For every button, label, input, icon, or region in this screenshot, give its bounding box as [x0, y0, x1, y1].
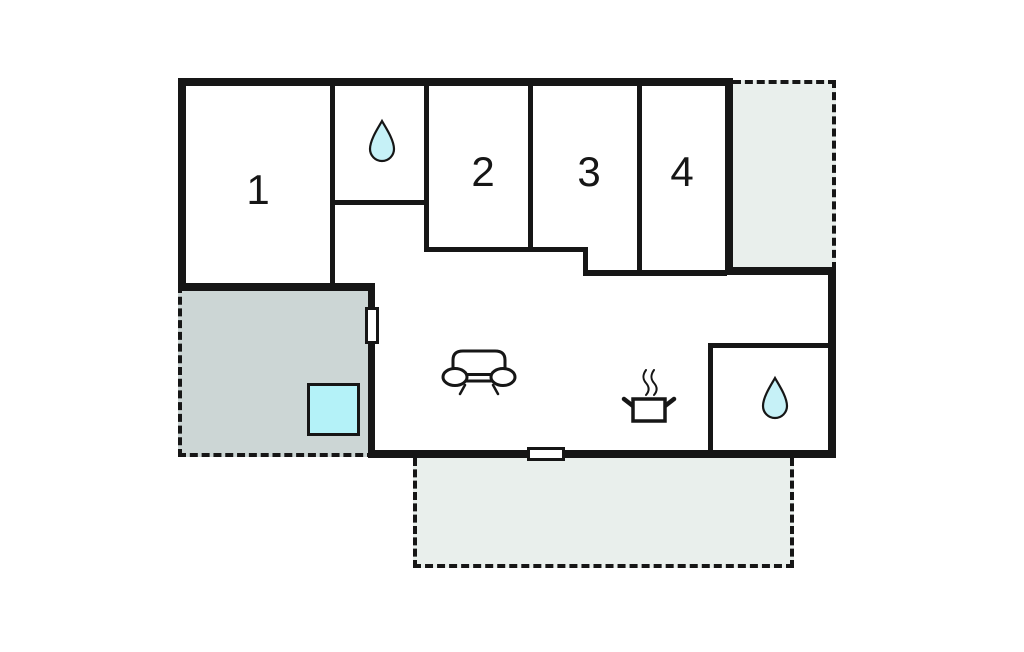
wall-room2-left	[424, 86, 429, 252]
wall-step	[583, 247, 588, 276]
wall-room2-room3-divider	[528, 86, 533, 252]
door-marker-terrace	[365, 307, 379, 344]
terrace-bottom-left	[178, 285, 375, 457]
wall-bathroom-right-left	[708, 343, 713, 450]
wall-bottom	[368, 450, 836, 458]
wall-terrace-left-right	[368, 283, 375, 458]
water-drop-icon	[368, 118, 396, 163]
wall-under-terrace-top-right	[725, 267, 836, 275]
wall-room3-room4-divider	[637, 86, 642, 276]
wall-left	[178, 78, 186, 291]
terrace-bottom-center	[413, 458, 794, 568]
room-4-label: 4	[670, 148, 694, 195]
wall-room1-right	[330, 86, 335, 286]
terrace-top-right	[733, 80, 836, 270]
hot-tub-icon	[307, 383, 360, 436]
wall-terrace-left-top	[178, 283, 375, 291]
door-marker-patio	[527, 447, 565, 461]
cooking-pot-icon	[621, 369, 677, 423]
sofa-icon	[441, 349, 517, 396]
wall-bathroom-right-top	[708, 343, 828, 348]
room-3-label: 3	[577, 148, 601, 195]
wall-right-lower	[828, 267, 836, 458]
water-drop-icon	[761, 375, 789, 420]
wall-right-upper	[725, 78, 733, 275]
room-1-label: 1	[246, 166, 270, 213]
wall-top	[178, 78, 733, 86]
room-2-label: 2	[471, 148, 495, 195]
wall-room2-bottom	[424, 247, 588, 252]
wall-bathroom-top-bottom	[330, 200, 428, 205]
wall-room34-bottom	[583, 270, 727, 276]
